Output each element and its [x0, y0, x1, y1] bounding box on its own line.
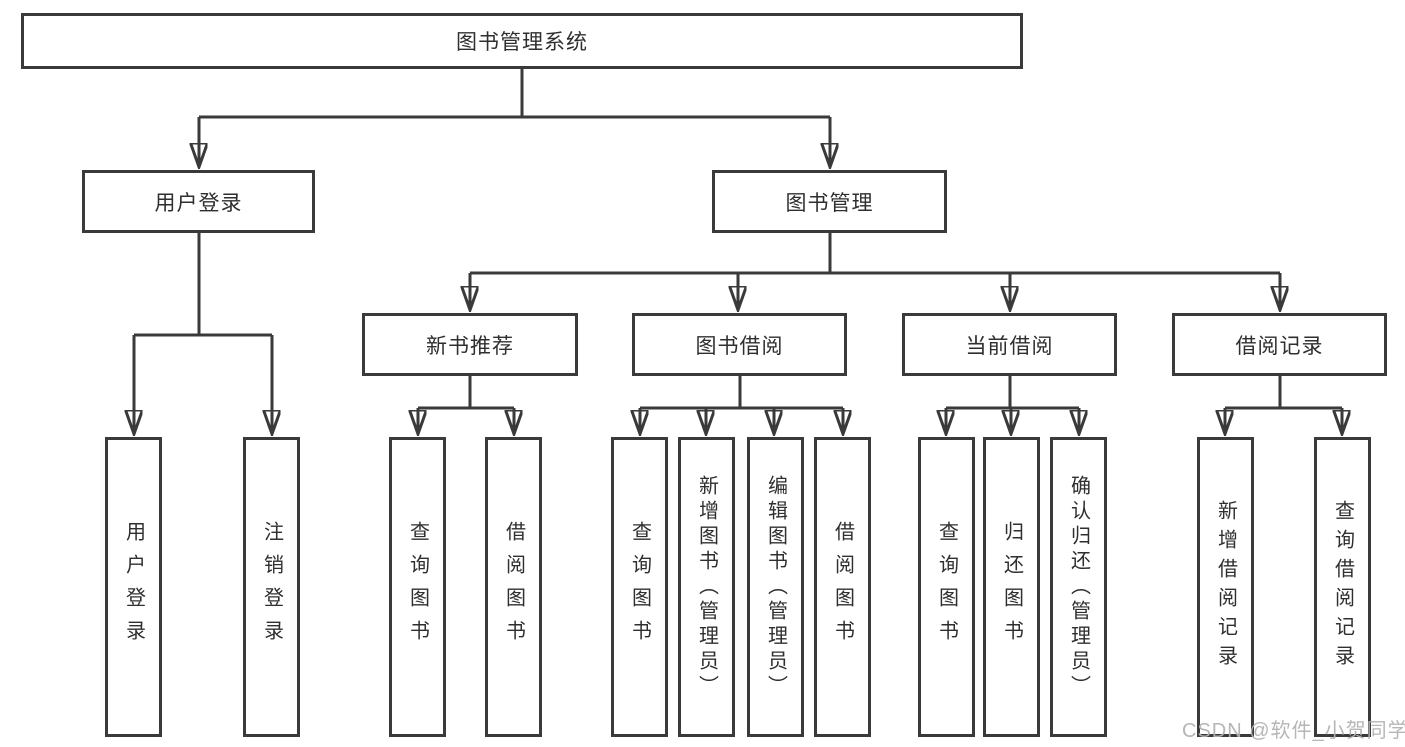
leaf-edit-book-admin: 编辑图书（管理员） [747, 437, 804, 737]
node-label: 当前借阅 [965, 334, 1054, 358]
node-user-login: 用户登录 [82, 170, 315, 233]
leaf-add-book-admin: 新增图书（管理员） [678, 437, 735, 737]
leaf-label: 借阅图书 [502, 521, 525, 653]
leaf-confirm-return-admin: 确认归还（管理员） [1050, 437, 1107, 737]
leaf-query-borrow-record: 查询借阅记录 [1314, 437, 1371, 737]
leaf-borrow-books-borrowing: 借阅图书 [814, 437, 871, 737]
node-root: 图书管理系统 [21, 13, 1023, 69]
leaf-logout-login: 注销登录 [243, 437, 300, 737]
leaf-label: 查询图书 [406, 521, 429, 653]
leaf-query-books-borrowing: 查询图书 [611, 437, 668, 737]
leaf-return-books: 归还图书 [983, 437, 1040, 737]
leaf-label: 用户登录 [122, 521, 145, 653]
leaf-query-books-recommend: 查询图书 [389, 437, 446, 737]
leaf-user-login: 用户登录 [105, 437, 162, 737]
node-book-borrowing: 图书借阅 [632, 313, 847, 376]
leaf-label: 查询图书 [935, 521, 958, 653]
node-new-book-recommend: 新书推荐 [362, 313, 578, 376]
leaf-label: 新增图书（管理员） [695, 474, 718, 700]
csdn-watermark: CSDN @软件_小贺同学 [1182, 720, 1405, 742]
node-label: 图书管理 [785, 191, 874, 215]
leaf-query-books-current: 查询图书 [918, 437, 975, 737]
leaf-label: 归还图书 [1000, 521, 1023, 653]
leaf-label: 借阅图书 [831, 521, 854, 653]
leaf-label: 查询图书 [628, 521, 651, 653]
node-book-management: 图书管理 [712, 170, 947, 233]
node-label: 图书借阅 [695, 334, 784, 358]
node-current-borrowing: 当前借阅 [902, 313, 1117, 376]
leaf-label: 新增借阅记录 [1214, 500, 1237, 674]
leaf-add-borrow-record: 新增借阅记录 [1197, 437, 1254, 737]
node-label: 用户登录 [154, 191, 243, 215]
leaf-label: 注销登录 [260, 521, 283, 653]
node-label: 新书推荐 [426, 334, 514, 358]
leaf-label: 编辑图书（管理员） [764, 474, 787, 700]
node-label: 图书管理系统 [456, 31, 588, 54]
leaf-borrow-books-recommend: 借阅图书 [485, 437, 542, 737]
leaf-label: 确认归还（管理员） [1067, 474, 1090, 700]
node-borrowing-records: 借阅记录 [1172, 313, 1387, 376]
node-label: 借阅记录 [1235, 334, 1324, 358]
leaf-label: 查询借阅记录 [1331, 500, 1354, 674]
